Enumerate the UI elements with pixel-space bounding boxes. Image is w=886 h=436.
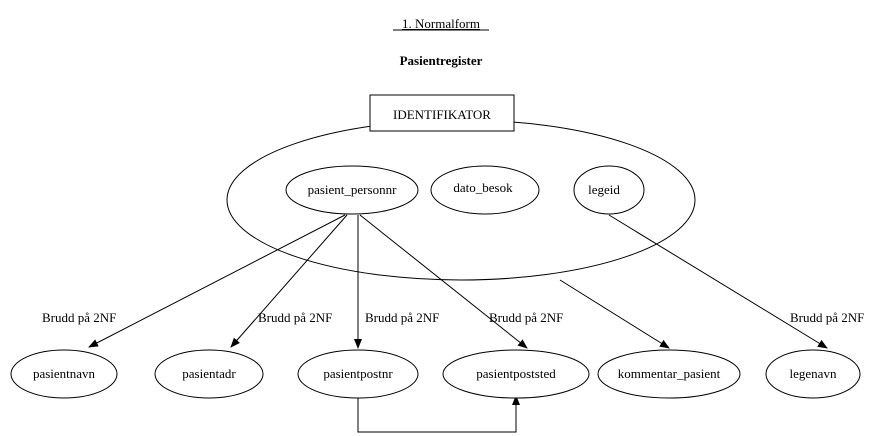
edge-pasientnavn bbox=[88, 214, 346, 348]
attr-label: pasientadr bbox=[182, 366, 236, 381]
diagram-subheading: Pasientregister bbox=[400, 53, 483, 68]
identifier-box bbox=[369, 94, 515, 132]
edge-postnr-to-poststed bbox=[357, 395, 520, 433]
attr-pasientpoststed bbox=[442, 349, 590, 399]
attr-pasientpostnr bbox=[297, 349, 419, 399]
identifier-label: IDENTIFIKATOR bbox=[393, 107, 491, 122]
edge-kommentar-pasient bbox=[559, 279, 670, 349]
edge-legenavn bbox=[608, 214, 828, 349]
attr-dato-besok bbox=[430, 165, 540, 215]
attr-label: kommentar_pasient bbox=[618, 366, 721, 381]
edge-label-2nf: Brudd på 2NF bbox=[258, 310, 332, 325]
attr-pasientnavn bbox=[10, 349, 118, 399]
attr-pasient-personnr bbox=[285, 165, 419, 215]
attr-label: pasientnavn bbox=[33, 366, 96, 381]
edge-label-2nf: Brudd på 2NF bbox=[365, 310, 439, 325]
attr-legeid bbox=[573, 165, 645, 215]
attr-pasientadr bbox=[154, 349, 264, 399]
attr-kommentar-pasient bbox=[597, 349, 741, 399]
diagram-heading: 1. Normalform bbox=[402, 16, 480, 31]
attr-label: pasientpostnr bbox=[323, 366, 393, 381]
attr-label: pasientpoststed bbox=[476, 366, 556, 381]
attr-label: legeid bbox=[588, 182, 620, 197]
attr-legenavn bbox=[765, 349, 861, 399]
edge-pasientpoststed bbox=[359, 214, 528, 349]
edge-label-2nf: Brudd på 2NF bbox=[489, 310, 563, 325]
edge-pasientadr bbox=[230, 214, 348, 348]
edge-label-2nf: Brudd på 2NF bbox=[42, 310, 116, 325]
attr-label: pasient_personnr bbox=[308, 182, 397, 197]
attr-label: dato_besok bbox=[453, 180, 513, 195]
edge-label-2nf: Brudd på 2NF bbox=[790, 310, 864, 325]
attr-label: legenavn bbox=[790, 366, 837, 381]
